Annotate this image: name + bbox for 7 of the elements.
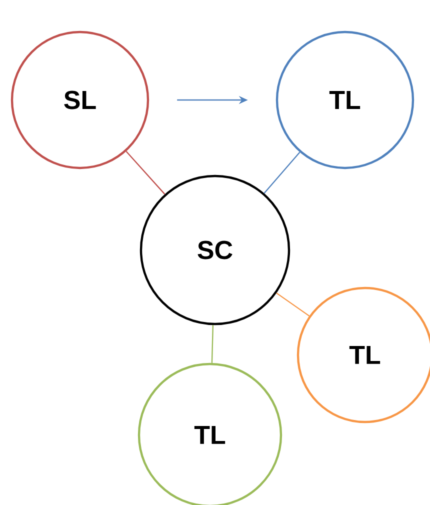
connector-line: [264, 152, 300, 194]
circle-node: SL: [10, 30, 150, 170]
connector-line: [126, 150, 166, 195]
circle-node: SC: [140, 174, 290, 326]
connector-line: [211, 325, 214, 363]
connector-line: [276, 292, 310, 316]
circle-node: TL: [276, 30, 414, 170]
